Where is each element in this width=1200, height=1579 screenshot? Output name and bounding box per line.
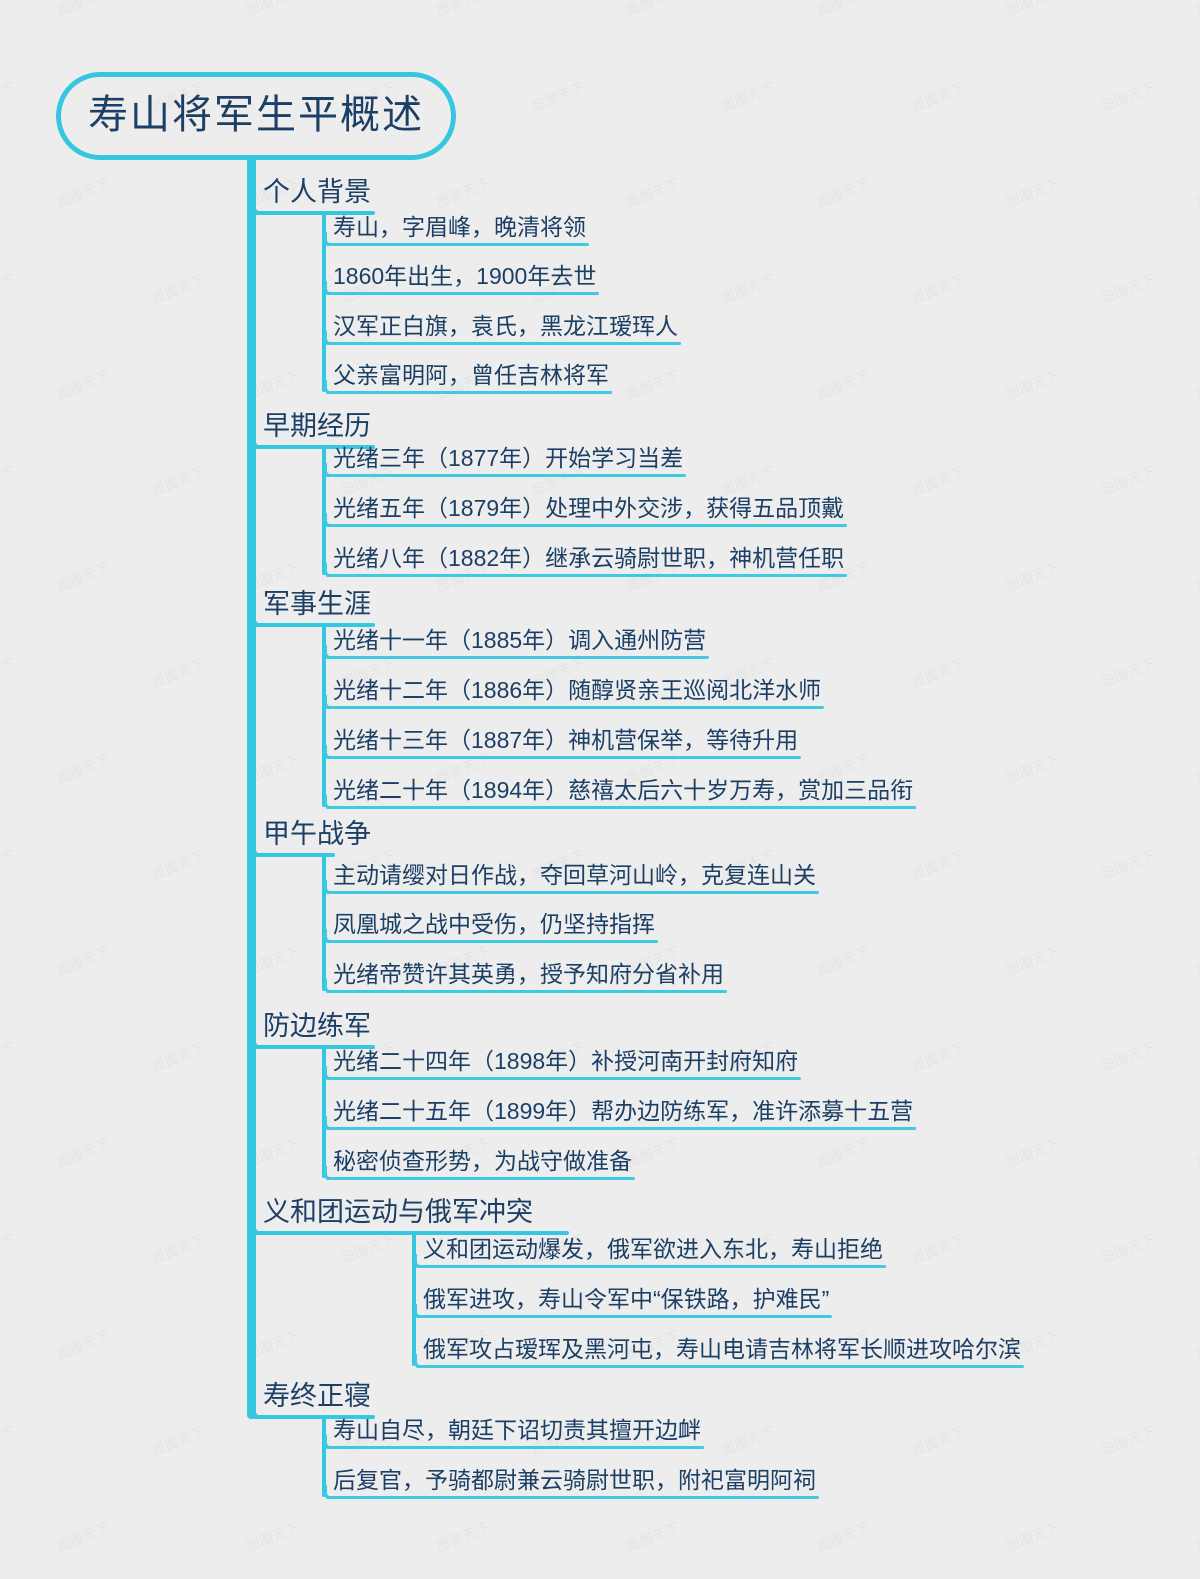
subtopic-underline <box>326 940 658 943</box>
subtopic-underline <box>326 1127 916 1130</box>
topic-underline <box>253 1045 375 1049</box>
subtopic-underline <box>416 1315 832 1318</box>
subtopic-label: 光绪二十四年（1898年）补授河南开封府知府 <box>333 1048 799 1074</box>
subtopic-underline <box>326 292 599 295</box>
topic-label: 军事生涯 <box>263 589 371 619</box>
topic-label: 早期经历 <box>263 411 371 441</box>
subtopic-underline <box>326 656 709 659</box>
root-node-label: 寿山将军生平概述 <box>88 92 424 137</box>
subtopic-underline <box>326 706 824 709</box>
subtopic-label: 光绪八年（1882年）继承云骑尉世职，神机营任职 <box>333 545 845 571</box>
topic-label: 义和团运动与俄军冲突 <box>263 1197 533 1227</box>
subtopic-label: 寿山，字眉峰，晚清将领 <box>333 214 586 240</box>
topic-underline <box>253 211 375 215</box>
topic-underline <box>253 445 375 449</box>
subtopic-label: 凤凰城之战中受伤，仍坚持指挥 <box>333 911 655 937</box>
subtopic-label: 寿山自尽，朝廷下诏切责其擅开边衅 <box>333 1417 701 1443</box>
subtopic-underline <box>326 342 681 345</box>
subtopic-label: 光绪五年（1879年）处理中外交涉，获得五品顶戴 <box>333 495 845 521</box>
subtopic-label: 光绪帝赞许其英勇，授予知府分省补用 <box>333 961 724 987</box>
subtopic-label: 主动请缨对日作战，夺回草河山岭，克复连山关 <box>333 862 816 888</box>
subtopic-underline <box>326 1077 801 1080</box>
topic-child-spine <box>322 624 326 807</box>
topic-child-spine <box>412 1232 416 1366</box>
subtopic-underline <box>326 891 819 894</box>
topic-child-spine <box>322 1046 326 1178</box>
subtopic-underline <box>416 1265 886 1268</box>
subtopic-underline <box>326 474 686 477</box>
subtopic-label: 光绪二十年（1894年）慈禧太后六十岁万寿，赏加三品衔 <box>333 777 914 803</box>
topic-label: 甲午战争 <box>263 819 371 849</box>
topic-child-spine <box>322 212 326 392</box>
subtopic-label: 义和团运动爆发，俄军欲进入东北，寿山拒绝 <box>423 1236 883 1262</box>
subtopic-label: 汉军正白旗，袁氏，黑龙江瑷珲人 <box>333 313 678 339</box>
subtopic-label: 1860年出生，1900年去世 <box>333 263 597 289</box>
subtopic-label: 光绪三年（1877年）开始学习当差 <box>333 445 684 471</box>
subtopic-underline <box>326 1446 704 1449</box>
subtopic-underline <box>326 391 612 394</box>
subtopic-underline <box>326 243 589 246</box>
subtopic-underline <box>326 524 847 527</box>
subtopic-underline <box>416 1365 1024 1368</box>
topic-child-spine <box>322 854 326 991</box>
subtopic-label: 俄军攻占瑷珲及黑河屯，寿山电请吉林将军长顺进攻哈尔滨 <box>423 1336 1021 1362</box>
subtopic-label: 父亲富明阿，曾任吉林将军 <box>333 362 609 388</box>
topic-child-spine <box>322 446 326 575</box>
subtopic-underline <box>326 574 847 577</box>
topic-underline <box>253 623 375 627</box>
topic-label: 寿终正寝 <box>263 1381 371 1411</box>
subtopic-underline <box>326 806 916 809</box>
main-trunk-line <box>247 158 256 1419</box>
subtopic-underline <box>326 990 727 993</box>
subtopic-label: 秘密侦查形势，为战守做准备 <box>333 1148 632 1174</box>
subtopic-underline <box>326 1177 635 1180</box>
topic-underline <box>253 1415 375 1419</box>
subtopic-label: 光绪十三年（1887年）神机营保举，等待升用 <box>333 727 799 753</box>
topic-underline <box>253 1231 569 1235</box>
subtopic-label: 光绪二十五年（1899年）帮办边防练军，准许添募十五营 <box>333 1098 914 1124</box>
subtopic-label: 光绪十二年（1886年）随醇贤亲王巡阅北洋水师 <box>333 677 822 703</box>
root-node[interactable]: 寿山将军生平概述 <box>56 72 456 160</box>
subtopic-underline <box>326 1496 819 1499</box>
topic-label: 个人背景 <box>263 177 371 207</box>
topic-label: 防边练军 <box>263 1011 371 1041</box>
subtopic-underline <box>326 756 801 759</box>
subtopic-label: 光绪十一年（1885年）调入通州防营 <box>333 627 707 653</box>
subtopic-label: 俄军进攻，寿山令军中“保铁路，护难民” <box>423 1286 830 1312</box>
subtopic-label: 后复官，予骑都尉兼云骑尉世职，附祀富明阿祠 <box>333 1467 816 1493</box>
topic-child-spine <box>322 1416 326 1497</box>
topic-underline <box>253 853 335 857</box>
